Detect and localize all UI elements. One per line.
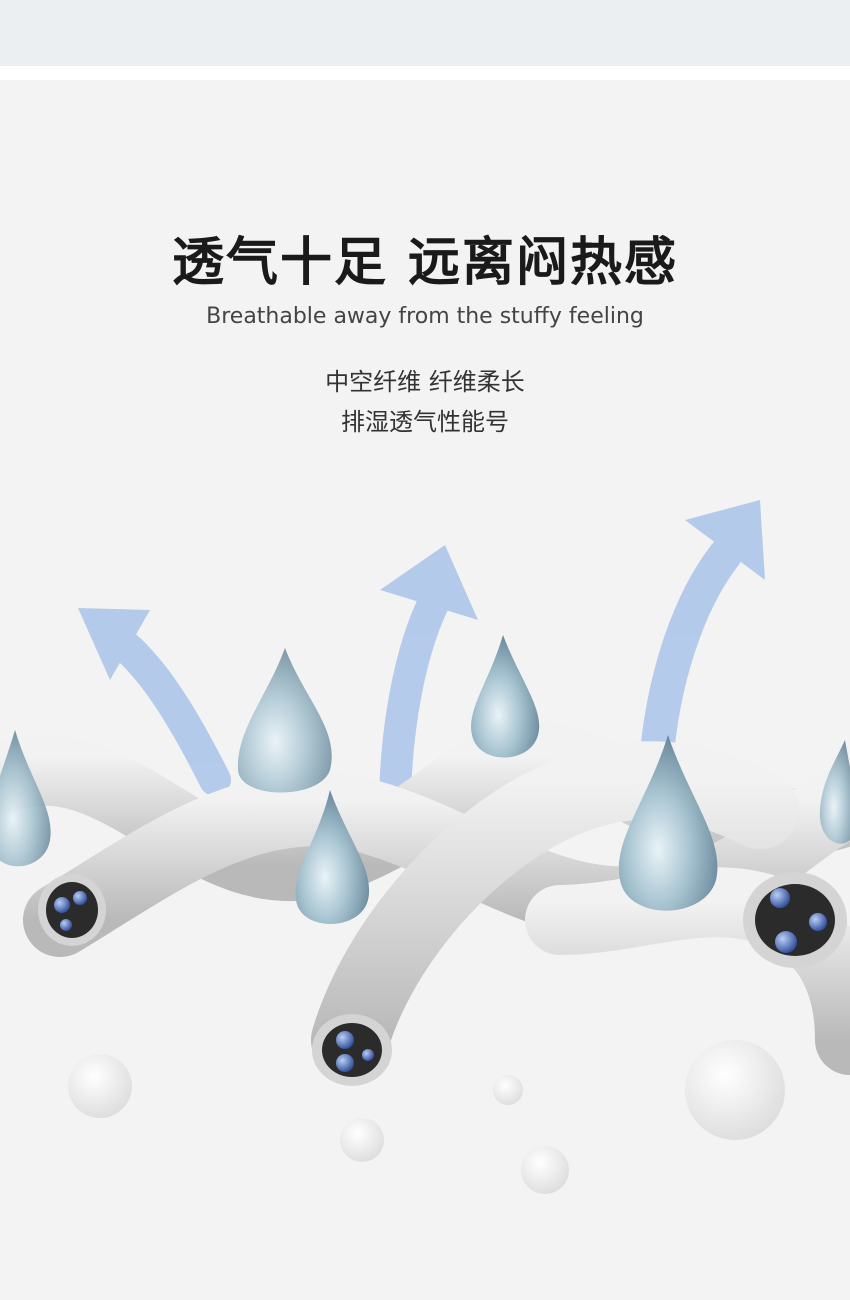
soft-sphere bbox=[493, 1075, 523, 1105]
fiber-strand bbox=[311, 741, 799, 1079]
english-subtitle: Breathable away from the stuffy feeling bbox=[206, 304, 644, 329]
feature-line-1: 中空纤维 纤维柔长 bbox=[325, 368, 525, 396]
water-droplet bbox=[0, 730, 51, 867]
soft-sphere bbox=[340, 1118, 384, 1162]
hollow-fiber-end bbox=[38, 874, 106, 946]
headline: 透气十足 远离闷热感 bbox=[171, 233, 679, 293]
water-droplet bbox=[819, 740, 850, 844]
fiber-illustration bbox=[0, 500, 850, 1194]
hollow-fiber-end bbox=[743, 872, 847, 968]
water-droplet bbox=[471, 635, 540, 758]
water-droplet bbox=[618, 735, 718, 911]
airflow-arrow bbox=[78, 608, 231, 796]
water-droplet bbox=[237, 648, 332, 793]
divider-gap bbox=[0, 66, 850, 80]
airflow-arrow bbox=[379, 545, 478, 826]
soft-sphere bbox=[685, 1040, 785, 1140]
top-band bbox=[0, 0, 850, 66]
water-droplet bbox=[295, 790, 370, 924]
hollow-fiber-end bbox=[312, 1014, 392, 1086]
soft-sphere bbox=[521, 1146, 569, 1194]
feature-line-2: 排湿透气性能号 bbox=[341, 408, 509, 436]
soft-sphere bbox=[68, 1054, 132, 1118]
airflow-arrow bbox=[638, 500, 765, 797]
